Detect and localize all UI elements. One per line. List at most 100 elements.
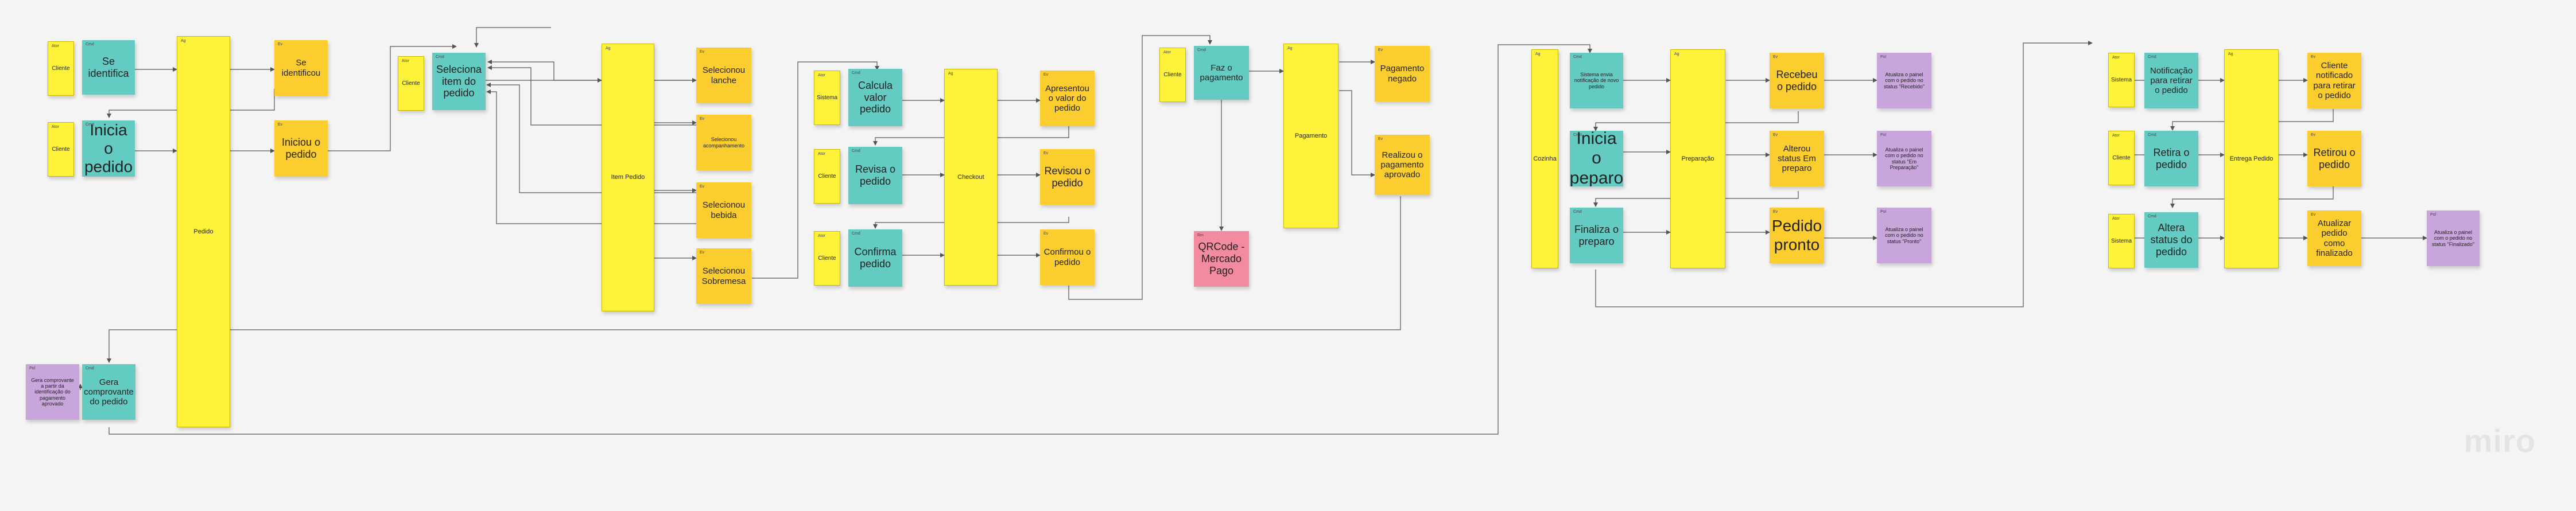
command-calcula-valor[interactable]: Cmd Calcula valor pedido xyxy=(848,69,902,126)
note-tag: Ag xyxy=(1535,52,1541,56)
command-finaliza-preparo[interactable]: Cmd Finaliza o preparo xyxy=(1570,208,1623,263)
event-se-identificou[interactable]: Ev Se identificou xyxy=(274,40,328,96)
note-text: Faz o pagamento xyxy=(1200,63,1243,83)
actor-sistema[interactable]: Ator Sistema xyxy=(2108,53,2135,107)
note-tag: Ag xyxy=(1287,46,1293,50)
policy-atualiza-finalizado[interactable]: Pol Atualiza o painel com o pedido no st… xyxy=(2427,210,2480,266)
event-apresentou-valor[interactable]: Ev Apresentou o valor do pedido xyxy=(1040,71,1095,126)
event-selecionou-bebida[interactable]: Ev Selecionou bebida xyxy=(696,182,751,238)
command-sistema-envia-notificacao[interactable]: Cmd Sistema envia notificação de novo pe… xyxy=(1570,53,1623,108)
note-text: Pedido xyxy=(193,228,214,235)
note-tag: Pol xyxy=(29,366,36,370)
event-cliente-notificado[interactable]: Ev Cliente notificado para retirar o ped… xyxy=(2307,53,2361,108)
note-tag: Cmd xyxy=(2148,214,2156,219)
note-tag: Ev xyxy=(700,117,705,121)
note-tag: Ator xyxy=(2112,134,2120,138)
aggregate-entrega-pedido[interactable]: Ag Entrega Pedido xyxy=(2224,49,2279,268)
aggregate-item-pedido[interactable]: Ag Item Pedido xyxy=(602,44,654,311)
connector xyxy=(108,44,1592,435)
event-iniciou-pedido[interactable]: Ev Iniciou o pedido xyxy=(274,120,328,177)
note-text: QRCode - Mercado Pago xyxy=(1198,241,1245,276)
actor-cliente[interactable]: Ator Cliente xyxy=(398,56,424,111)
event-selecionou-acompanhamento[interactable]: Ev Selecionou acompanhamento xyxy=(696,115,751,170)
event-revisou-pedido[interactable]: Ev Revisou o pedido xyxy=(1040,149,1095,205)
command-revisa-pedido[interactable]: Cmd Revisa o pedido xyxy=(848,147,902,204)
note-text: Entrega Pedido xyxy=(2229,155,2274,162)
policy-gera-comprovante[interactable]: Pol Gera comprovante a partir da identif… xyxy=(26,364,79,420)
note-tag: Ator xyxy=(2112,56,2120,60)
event-selecionou-sobremesa[interactable]: Ev Selecionou Sobremesa xyxy=(696,248,751,304)
note-tag: Cmd xyxy=(86,366,94,370)
note-text: Selecionou acompanhamento xyxy=(703,136,745,149)
note-text: Revisou o pedido xyxy=(1044,165,1091,189)
note-text: Selecionou lanche xyxy=(702,65,746,85)
note-text: Cliente xyxy=(402,80,420,87)
actor-sistema[interactable]: Ator Sistema xyxy=(2108,214,2135,268)
actor-sistema[interactable]: Ator Sistema xyxy=(814,71,840,125)
command-altera-status[interactable]: Cmd Altera status do pedido xyxy=(2144,212,2198,268)
readmodel-qrcode[interactable]: Rm QRCode - Mercado Pago xyxy=(1194,231,1249,287)
command-inicia-preparo[interactable]: Cmd Inicia o peparo xyxy=(1570,131,1623,186)
actor-cliente[interactable]: Ator Cliente xyxy=(1159,48,1186,102)
note-text: Realizou o pagamento aprovado xyxy=(1380,150,1424,180)
note-text: Cliente xyxy=(52,146,70,153)
event-pagamento-negado[interactable]: Ev Pagamento negado xyxy=(1375,46,1430,102)
note-text: Item Pedido xyxy=(611,174,645,181)
note-tag: Ev xyxy=(2311,133,2316,137)
event-atualizar-finalizado[interactable]: Ev Atualizar pedido como finalizado xyxy=(2307,210,2361,266)
connector xyxy=(326,44,457,151)
event-recebeu-pedido[interactable]: Ev Recebeu o pedido xyxy=(1770,53,1824,108)
note-tag: Ev xyxy=(278,42,283,46)
miro-logo: miro xyxy=(2464,423,2536,459)
aggregate-pagamento[interactable]: Ag Pagamento xyxy=(1283,44,1339,228)
actor-cliente[interactable]: Ator Cliente xyxy=(814,149,840,204)
note-text: Apresentou o valor do pedido xyxy=(1045,83,1089,114)
event-pedido-pronto[interactable]: Ev Pedido pronto xyxy=(1770,208,1824,263)
event-selecionou-lanche[interactable]: Ev Selecionou lanche xyxy=(696,48,751,103)
note-text: Gera comprovante do pedido xyxy=(84,377,134,407)
aggregate-checkout[interactable]: Ag Checkout xyxy=(944,69,998,286)
actor-cliente[interactable]: Ator Cliente xyxy=(2108,131,2135,185)
policy-atualiza-recebido[interactable]: Pol Atualiza o painel com o pedido no st… xyxy=(1877,53,1931,108)
actor-cliente[interactable]: Ator Cliente xyxy=(48,41,74,96)
command-retira-pedido[interactable]: Cmd Retira o pedido xyxy=(2144,131,2198,186)
event-realizou-pagamento[interactable]: Ev Realizou o pagamento aprovado xyxy=(1375,135,1430,195)
policy-atualiza-em-preparacao[interactable]: Pol Atualiza o painel com o pedido no st… xyxy=(1877,131,1931,186)
note-tag: Rm xyxy=(1197,233,1204,237)
actor-cliente[interactable]: Ator Cliente xyxy=(814,231,840,286)
note-text: Cliente xyxy=(52,65,70,72)
note-text: Pagamento negado xyxy=(1380,64,1425,84)
note-text: Atualizar pedido como finalizado xyxy=(2316,219,2353,258)
note-tag: Ev xyxy=(700,50,705,54)
event-alterou-status[interactable]: Ev Alterou status Em preparo xyxy=(1770,131,1824,186)
note-tag: Ev xyxy=(1043,151,1049,155)
note-tag: Cmd xyxy=(852,71,860,75)
connector xyxy=(752,61,879,279)
note-text: Preparação xyxy=(1681,155,1714,162)
aggregate-preparacao[interactable]: Ag Preparação xyxy=(1670,49,1725,268)
event-confirmou-pedido[interactable]: Ev Confirmou o pedido xyxy=(1040,229,1095,285)
command-notificacao-retirar[interactable]: Cmd Notificação para retirar o pedido xyxy=(2144,53,2198,108)
note-tag: Ev xyxy=(700,185,705,189)
command-faz-pagamento[interactable]: Cmd Faz o pagamento xyxy=(1194,46,1249,100)
command-se-identifica[interactable]: Cmd Se identifica xyxy=(82,40,135,95)
command-seleciona-item[interactable]: Cmd Seleciona item do pedido xyxy=(432,53,486,110)
note-text: Altera status do pedido xyxy=(2150,222,2193,258)
note-text: Recebeu o pedido xyxy=(1776,68,1818,92)
note-text: Cozinha xyxy=(1533,155,1557,162)
note-text: Revisa o pedido xyxy=(855,163,896,187)
note-tag: Ev xyxy=(1378,48,1383,52)
note-tag: Ator xyxy=(402,59,409,63)
aggregate-pedido[interactable]: Ag Pedido xyxy=(177,36,230,427)
note-tag: Cmd xyxy=(1573,133,1582,137)
policy-atualiza-pronto[interactable]: Pol Atualiza o painel com o pedido no st… xyxy=(1877,208,1931,263)
command-confirma-pedido[interactable]: Cmd Confirma pedido xyxy=(848,229,902,287)
command-inicia-pedido[interactable]: Cmd Inicia o pedido xyxy=(82,120,135,177)
actor-cliente[interactable]: Ator Cliente xyxy=(48,122,74,177)
event-retirou-pedido[interactable]: Ev Retirou o pedido xyxy=(2307,131,2361,186)
note-tag: Cmd xyxy=(436,55,444,59)
aggregate-cozinha[interactable]: Ag Cozinha xyxy=(1531,49,1558,268)
command-gera-comprovante[interactable]: Cmd Gera comprovante do pedido xyxy=(82,364,135,420)
note-text: Notificação para retirar o pedido xyxy=(2150,65,2193,96)
